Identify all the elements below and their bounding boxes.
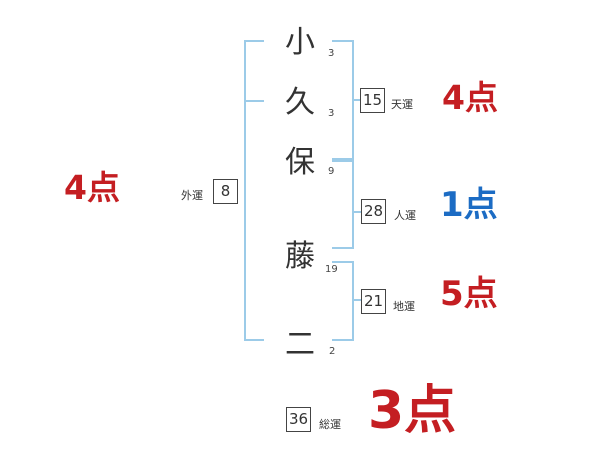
jinun-bracket-bottom <box>332 247 354 249</box>
name-char-2: 久 <box>285 85 315 120</box>
name-char-5: 二 <box>285 327 315 362</box>
name-char-3: 保 <box>285 145 315 180</box>
tenun-bracket-bottom <box>332 158 354 160</box>
stroke-count-4: 19 <box>325 264 338 275</box>
jinun-bracket-connector <box>354 211 361 213</box>
souun-label: 総運 <box>319 418 341 431</box>
gaiun-bracket-top <box>244 40 264 42</box>
name-char-1: 小 <box>285 25 315 60</box>
chiun-value-box: 21 <box>361 289 386 314</box>
stroke-count-1: 3 <box>328 48 335 59</box>
gaiun-bracket-vertical <box>244 40 246 341</box>
name-char-4: 藤 <box>285 239 315 274</box>
tenun-bracket-connector <box>354 99 361 101</box>
tenun-bracket-vertical <box>352 40 354 160</box>
souun-score: 3点 <box>368 381 457 441</box>
jinun-bracket-top <box>332 160 354 162</box>
chiun-bracket-bottom <box>332 339 354 341</box>
chiun-bracket-top <box>332 261 354 263</box>
chiun-label: 地運 <box>393 300 415 313</box>
stroke-count-5: 2 <box>329 346 336 357</box>
chiun-score: 5点 <box>440 274 498 314</box>
gaiun-bracket-bottom <box>244 339 264 341</box>
souun-value-box: 36 <box>286 407 311 432</box>
tenun-bracket-top <box>332 40 354 42</box>
jinun-value-box: 28 <box>361 199 386 224</box>
gaiun-score: 4点 <box>64 168 120 207</box>
gaiun-label: 外運 <box>181 189 203 202</box>
jinun-label: 人運 <box>394 209 416 222</box>
gaiun-bracket-tick <box>244 100 264 102</box>
gaiun-value-box: 8 <box>213 179 238 204</box>
stroke-count-3: 9 <box>328 166 335 177</box>
jinun-score: 1点 <box>440 185 498 225</box>
stroke-count-2: 3 <box>328 108 335 119</box>
tenun-score: 4点 <box>442 78 498 117</box>
chiun-bracket-connector <box>354 299 361 301</box>
chiun-bracket-vertical <box>352 261 354 341</box>
jinun-bracket-vertical <box>352 160 354 249</box>
tenun-value-box: 15 <box>360 88 385 113</box>
tenun-label: 天運 <box>391 98 413 111</box>
